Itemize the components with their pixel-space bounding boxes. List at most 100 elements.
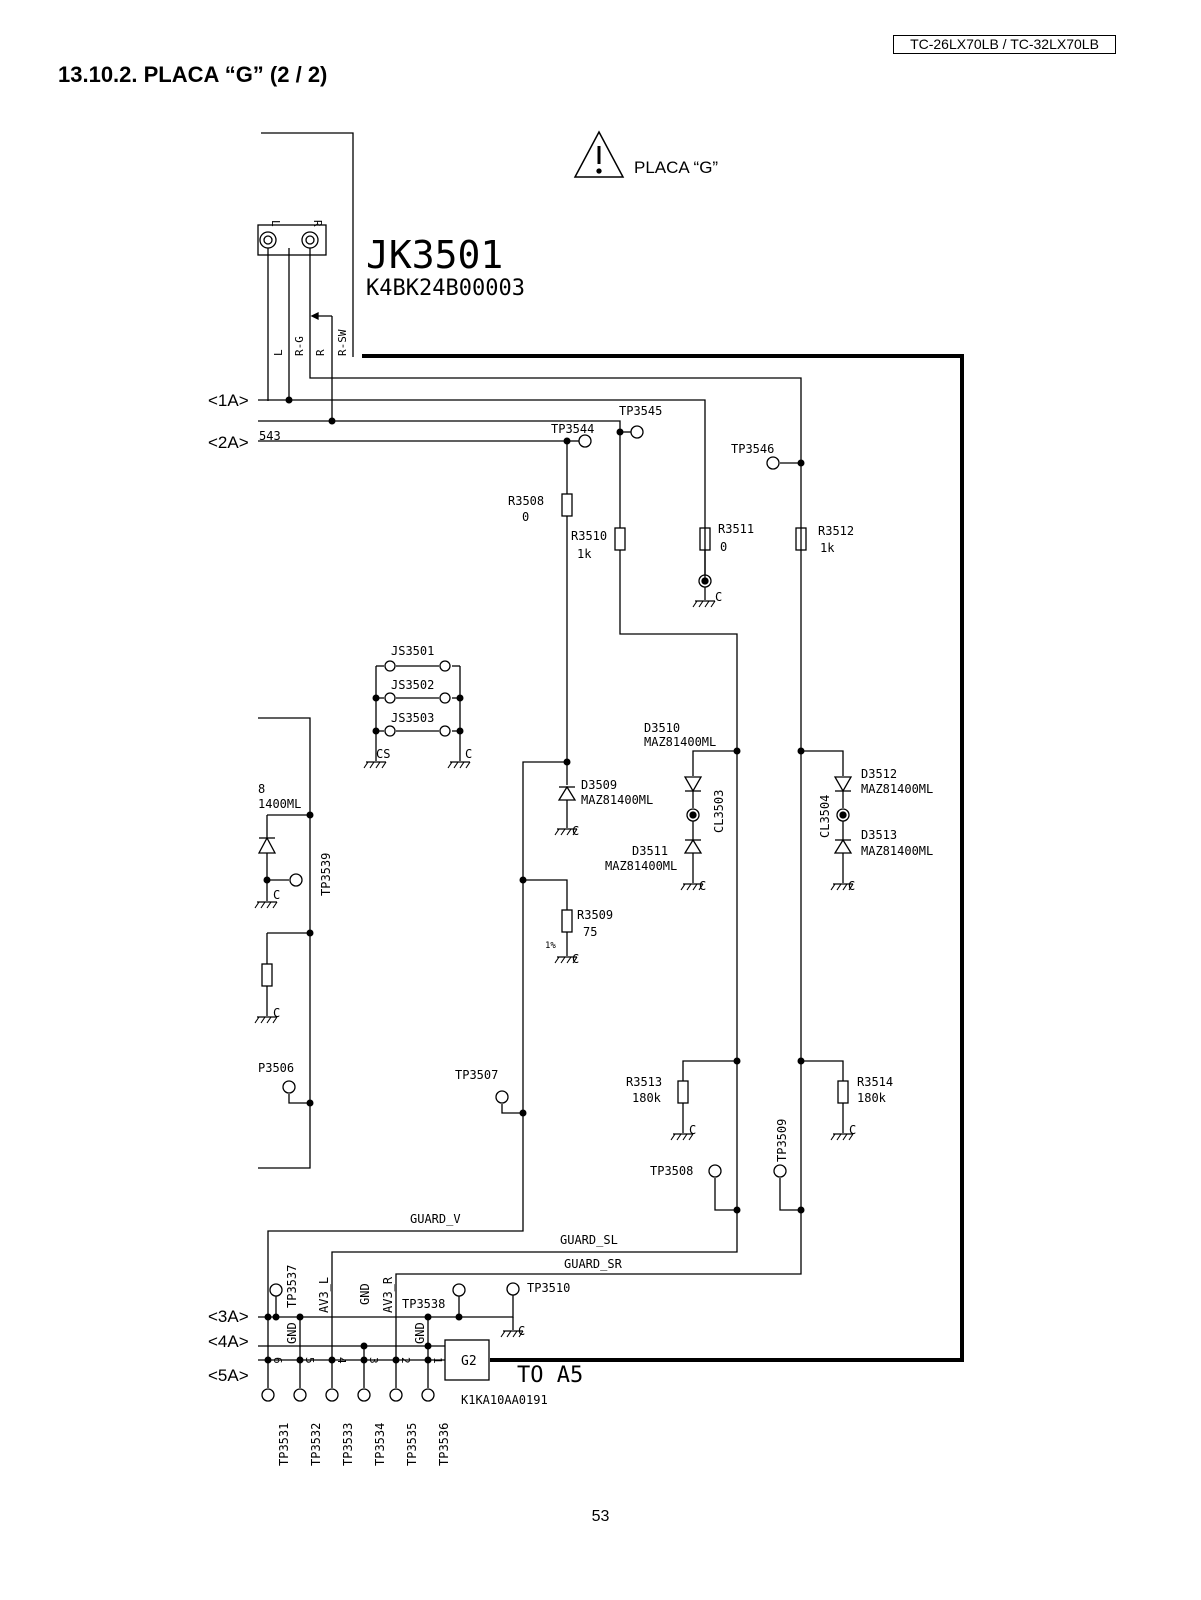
resistor-ref: R3510 — [571, 529, 607, 543]
net-label: GUARD_SR — [564, 1257, 623, 1271]
resistor-value: 75 — [583, 925, 597, 939]
tp-label: TP3539 — [319, 853, 333, 896]
test-point-icons — [261, 425, 787, 1402]
ground-label: C — [273, 888, 280, 902]
bus-label: GND — [285, 1322, 299, 1344]
tp-label: TP3508 — [650, 1164, 693, 1178]
ground-label: C — [848, 879, 855, 893]
port-label: <3A> — [208, 1307, 249, 1326]
connector-ref: JK3501 — [366, 233, 503, 277]
bus-label: GND — [358, 1283, 372, 1305]
diode-ref: D3511 — [632, 844, 668, 858]
tp-label: TP3535 — [405, 1423, 419, 1466]
pin-label-l: L — [269, 220, 282, 227]
model-number-box: TC-26LX70LB / TC-32LX70LB — [893, 35, 1116, 54]
tp-label: TP3507 — [455, 1068, 498, 1082]
ground-icons — [254, 600, 854, 1338]
resistor-value: 0 — [522, 510, 529, 524]
tp-label: TP3509 — [775, 1119, 789, 1162]
page-title: 13.10.2. PLACA “G” (2 / 2) — [58, 62, 328, 87]
to-a5-label: TO A5 — [517, 1363, 583, 1388]
ground-label: C — [715, 590, 722, 604]
warning-icon — [573, 130, 625, 178]
diode-part: MAZ81400ML — [581, 793, 653, 807]
resistor-ref: R3512 — [818, 524, 854, 538]
fragment-label: 543 — [259, 429, 281, 443]
jumper-ref: JS3501 — [391, 644, 434, 658]
port-label: <5A> — [208, 1366, 249, 1385]
tp-label: TP3538 — [402, 1297, 445, 1311]
ground-label: C — [518, 1324, 525, 1338]
pin-number: 3 — [367, 1357, 380, 1364]
diode-ref: D3512 — [861, 767, 897, 781]
port-label: <2A> — [208, 433, 249, 452]
tp-label: TP3536 — [437, 1423, 451, 1466]
junction-dots — [263, 396, 805, 1364]
resistor-value: 1k — [820, 541, 835, 555]
connector-g2-ref: G2 — [461, 1354, 477, 1369]
net-label: GUARD_SL — [560, 1233, 618, 1247]
fragment-label: P3506 — [258, 1061, 294, 1075]
fragment-label: 1400ML — [258, 797, 301, 811]
resistor-ref: R3514 — [857, 1075, 893, 1089]
diode-part: MAZ81400ML — [644, 735, 716, 749]
tp-label: TP3544 — [551, 422, 594, 436]
fragment-label: 8 — [258, 782, 265, 796]
ground-label: C — [572, 824, 579, 838]
diode-part: MAZ81400ML — [861, 844, 933, 858]
diode-part: MAZ81400ML — [861, 782, 933, 796]
tp-label: TP3533 — [341, 1423, 355, 1466]
ground-label: C — [849, 1123, 856, 1137]
diode-ref: D3513 — [861, 828, 897, 842]
resistor-ref: R3513 — [626, 1075, 662, 1089]
tp-label: TP3537 — [285, 1265, 299, 1308]
page-number: 53 — [591, 1508, 610, 1525]
pin-number: 6 — [271, 1357, 284, 1364]
tp-label: TP3546 — [731, 442, 774, 456]
connector-g2-part: K1KA10AA0191 — [461, 1393, 548, 1407]
jumper-ref: JS3502 — [391, 678, 434, 692]
resistor-ref: R3508 — [508, 494, 544, 508]
pin-label: R-G — [293, 336, 306, 356]
resistor-value: 0 — [720, 540, 727, 554]
jumper-ref: JS3503 — [391, 711, 434, 725]
bus-label: GND — [413, 1322, 427, 1344]
tp-label: TP3545 — [619, 404, 662, 418]
ground-label: C — [465, 747, 472, 761]
resistor-value: 1k — [577, 547, 592, 561]
ground-label: C — [273, 1006, 280, 1020]
pin-number: 2 — [399, 1357, 412, 1364]
diode-part: MAZ81400ML — [605, 859, 677, 873]
clip-ref: CL3504 — [818, 795, 832, 838]
resistor-ref: R3511 — [718, 522, 754, 536]
diode-ref: D3510 — [644, 721, 680, 735]
pin-number: 5 — [303, 1357, 316, 1364]
ground-label: C — [572, 952, 579, 966]
clip-ref: CL3503 — [712, 790, 726, 833]
pin-label-r: R — [311, 220, 324, 227]
board-label: PLACA “G” — [634, 158, 718, 177]
tp-label: TP3531 — [277, 1423, 291, 1466]
tp-label: TP3534 — [373, 1423, 387, 1466]
ground-label: CS — [376, 747, 390, 761]
pin-label: R-SW — [336, 329, 349, 356]
resistor-value: 180k — [632, 1091, 662, 1105]
ground-label: C — [689, 1123, 696, 1137]
bus-label: AV3_L — [317, 1277, 331, 1313]
connector-part: K4BK24B00003 — [366, 276, 525, 301]
port-label: <1A> — [208, 391, 249, 410]
resistor-tolerance: 1% — [545, 941, 556, 951]
pin-label: L — [272, 349, 285, 356]
port-label: <4A> — [208, 1332, 249, 1351]
tp-label: TP3532 — [309, 1423, 323, 1466]
resistor-ref: R3509 — [577, 908, 613, 922]
diode-ref: D3509 — [581, 778, 617, 792]
resistor-value: 180k — [857, 1091, 887, 1105]
net-label: GUARD_V — [410, 1212, 461, 1226]
tp-label: TP3510 — [527, 1281, 570, 1295]
pin-label: R — [314, 349, 327, 356]
ground-label: C — [699, 879, 706, 893]
bus-label: AV3_R — [381, 1276, 395, 1313]
pin-number: 4 — [335, 1357, 348, 1364]
